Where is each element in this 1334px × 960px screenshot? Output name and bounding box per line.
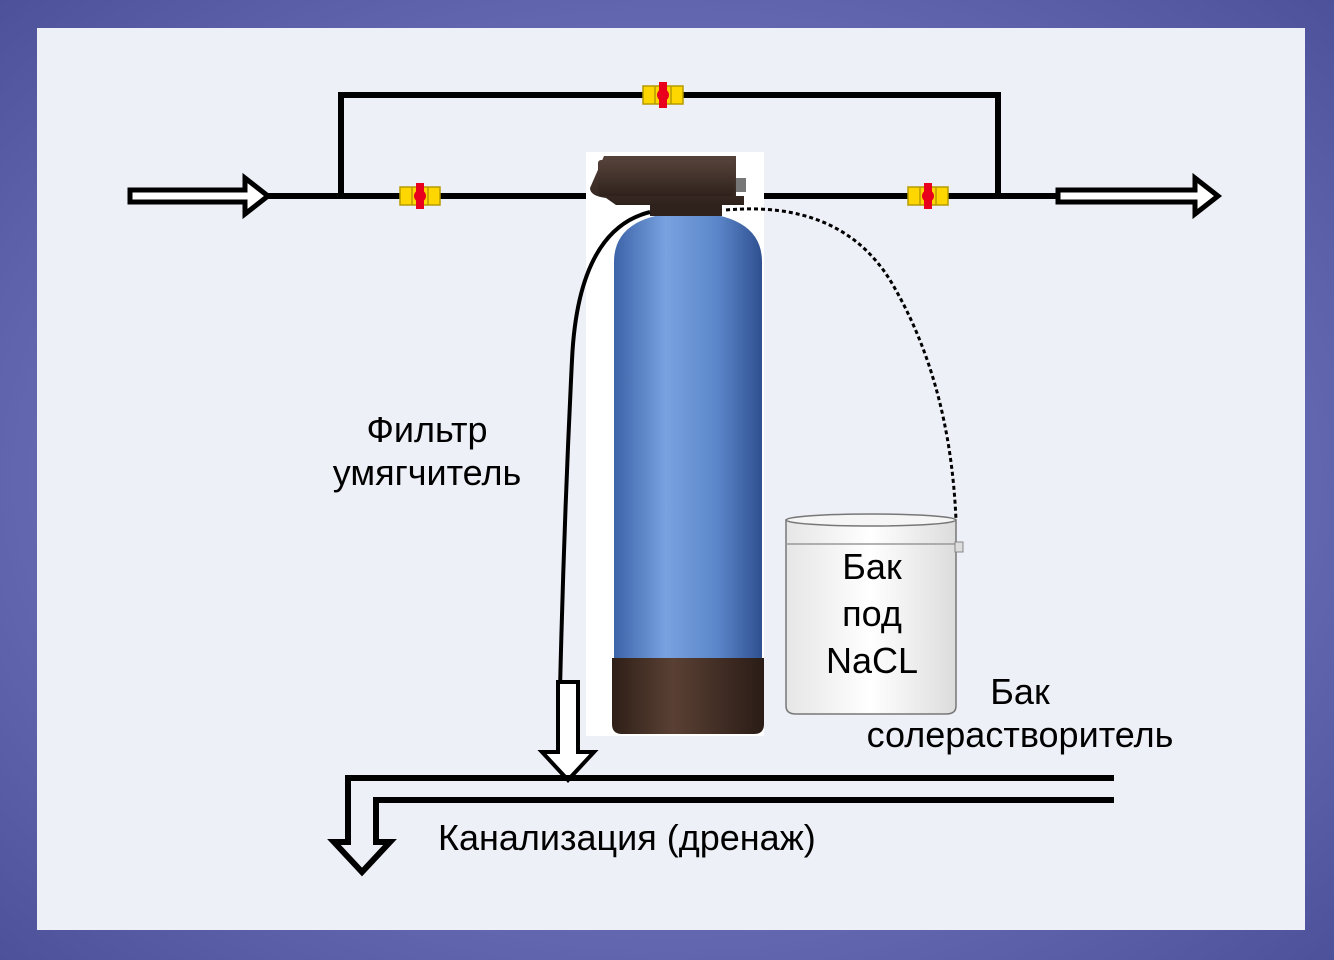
filter-label: Фильтр умягчитель [332,409,522,494]
drain-down-arrow-icon [537,680,599,783]
brine-line [725,207,958,521]
salt-tank-label: Бак под NaCL [825,546,919,681]
drain-hose [558,210,651,691]
inlet-valve-icon [399,183,441,209]
filter-tank [586,152,764,736]
drain-label: Канализация (дренаж) [438,817,816,858]
outlet-arrow-icon [1055,172,1223,220]
brine-tank [785,513,964,715]
brine-tank-label: Бак солерастворитель [866,671,1174,756]
bypass-valve-icon [642,82,684,108]
outlet-valve-icon [907,183,949,209]
inlet-arrow-icon [127,172,273,220]
sewer-pipe [327,775,1114,877]
